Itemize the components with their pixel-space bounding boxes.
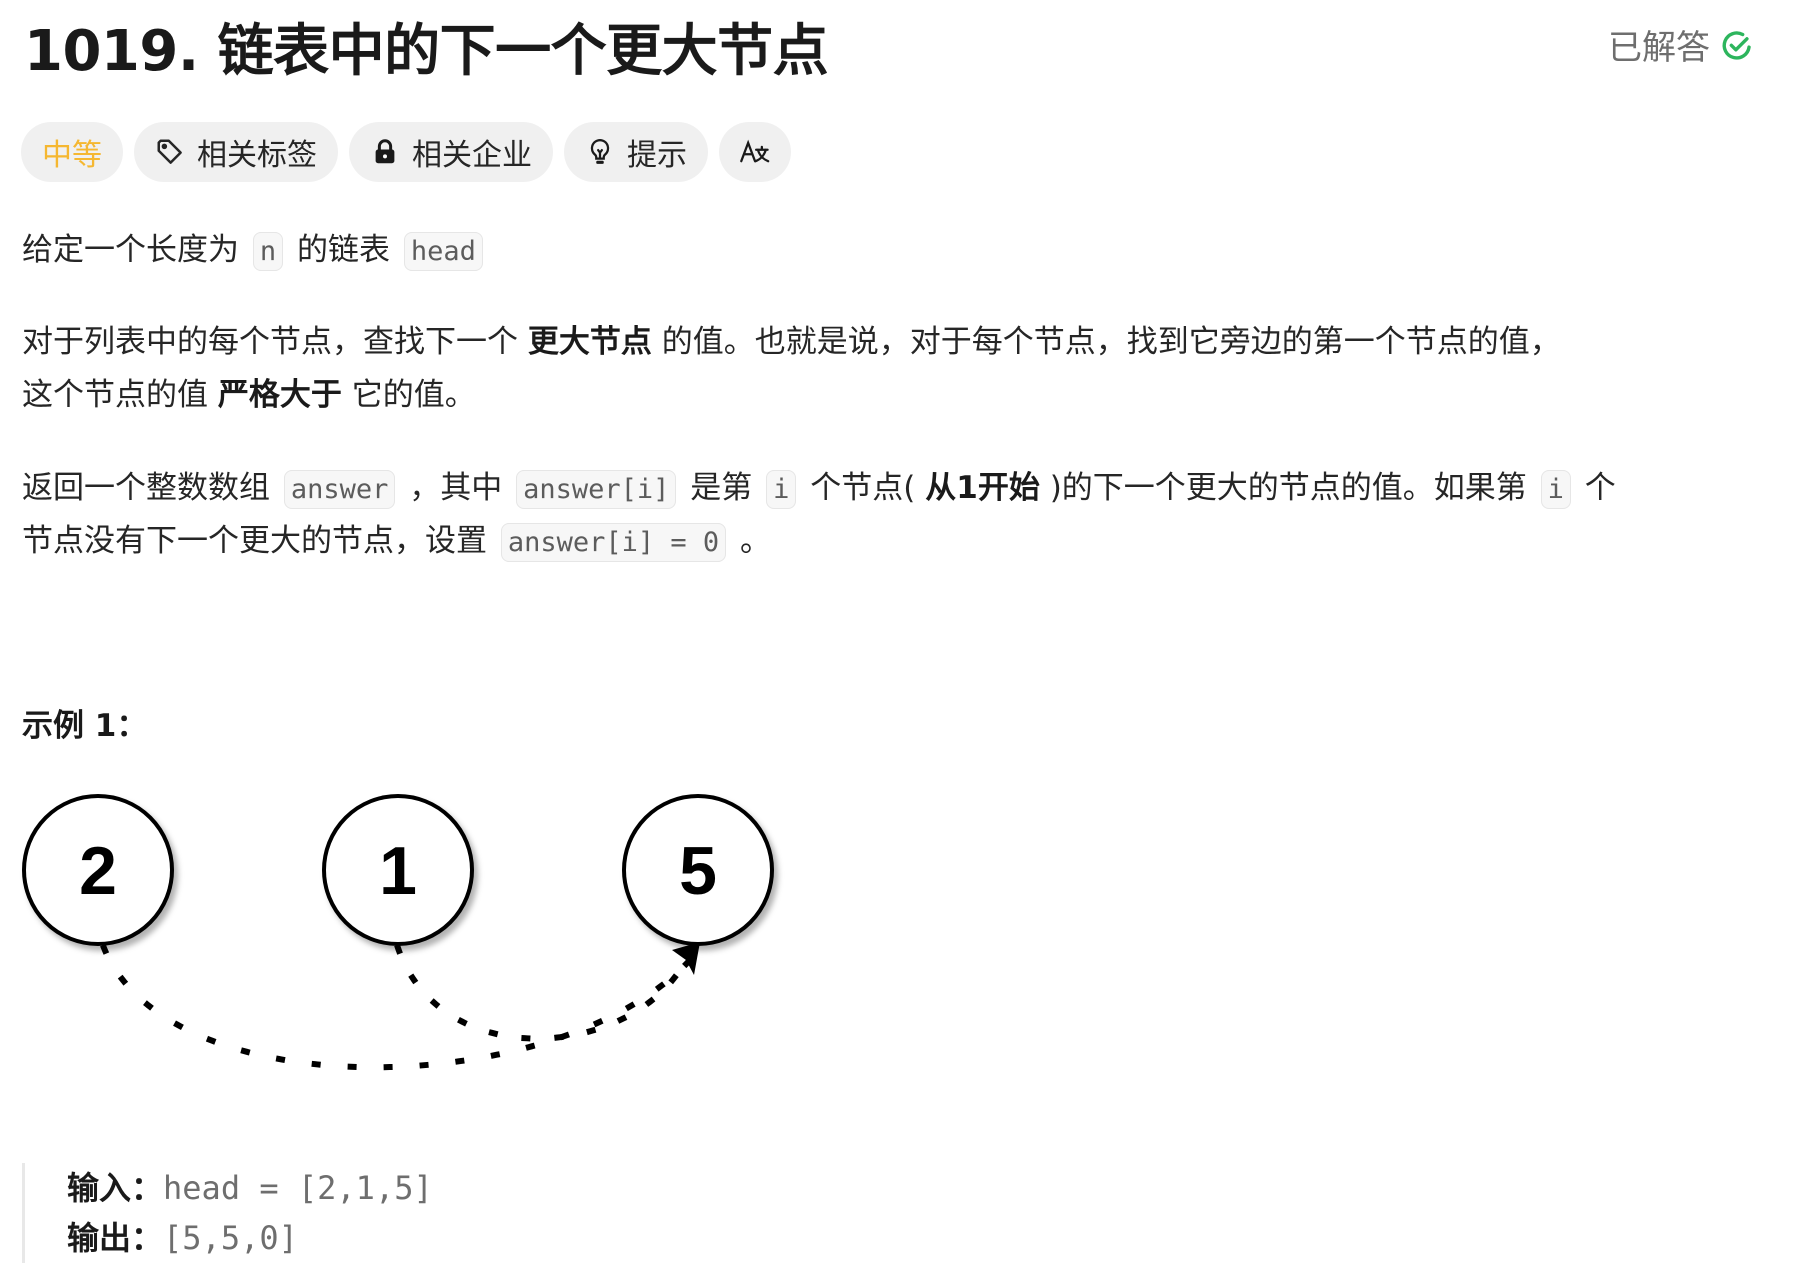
bold-text: 更大节点 xyxy=(527,324,652,360)
text: 个节点( xyxy=(810,470,916,506)
text: 个 xyxy=(1584,470,1616,506)
related-companies-button[interactable]: 相关企业 xyxy=(349,122,553,182)
dotted-curve-1-to-5 xyxy=(394,944,685,1042)
example-io-block: 输入：head = [2,1,5] 输出：[5,5,0] xyxy=(22,1163,433,1263)
dotted-curve-2-to-5 xyxy=(100,944,695,1071)
inline-code: answer[i] = 0 xyxy=(500,523,727,562)
tag-icon xyxy=(157,139,182,164)
text: ，其中 xyxy=(409,470,503,506)
solved-status: 已解答 xyxy=(1608,20,1754,69)
check-circle-icon xyxy=(1722,30,1751,60)
node-value: 5 xyxy=(679,833,717,909)
node-value: 1 xyxy=(379,833,417,909)
text: 返回一个整数数组 xyxy=(22,470,270,506)
text: 的值。也就是说，对于每个节点，找到它旁边的第一个节点的值， xyxy=(661,324,1561,360)
tag-bar: 中等 相关标签 相关企业 提示 xyxy=(21,122,791,182)
description-paragraph-3-line-2: 节点没有下一个更大的节点，设置 answer[i] = 0 。 xyxy=(22,515,771,569)
node-value: 2 xyxy=(79,833,117,909)
text: )的下一个更大的节点的值。如果第 xyxy=(1049,470,1527,506)
text: 节点没有下一个更大的节点，设置 xyxy=(22,523,487,559)
solved-label: 已解答 xyxy=(1608,28,1710,68)
lightbulb-icon xyxy=(590,138,610,164)
inline-code: i xyxy=(766,470,797,509)
text: 。 xyxy=(740,523,772,559)
page-title: 1019. 链表中的下一个更大节点 xyxy=(24,19,829,84)
inline-code: answer[i] xyxy=(516,470,677,509)
text: 给定一个长度为 xyxy=(22,232,239,268)
hint-button[interactable]: 提示 xyxy=(564,122,708,182)
description-paragraph-2-line-2: 这个节点的值 严格大于 它的值。 xyxy=(22,369,476,422)
text: 这个节点的值 xyxy=(22,377,208,413)
linked-list-diagram: 2 1 5 xyxy=(22,794,774,1071)
inline-code: n xyxy=(252,232,284,271)
text: 它的值。 xyxy=(351,377,476,413)
inline-code: i xyxy=(1540,470,1571,509)
input-label: 输入： xyxy=(67,1169,164,1207)
inline-code: head xyxy=(403,232,483,271)
output-label: 输出： xyxy=(67,1219,164,1257)
text: 是第 xyxy=(690,470,753,506)
example-input-line: 输入：head = [2,1,5] xyxy=(67,1163,433,1213)
lock-icon xyxy=(375,139,395,164)
hint-label: 提示 xyxy=(627,138,687,173)
description-paragraph-2-line-1: 对于列表中的每个节点，查找下一个 更大节点 的值。也就是说，对于每个节点，找到它… xyxy=(22,316,1561,369)
translate-icon xyxy=(740,139,770,163)
input-value: head = [2,1,5] xyxy=(163,1169,433,1207)
output-value: [5,5,0] xyxy=(163,1219,298,1257)
example-output-line: 输出：[5,5,0] xyxy=(67,1213,433,1263)
translate-button[interactable] xyxy=(719,122,791,182)
curve-arrowhead xyxy=(672,942,700,975)
bold-text: 严格大于 xyxy=(217,377,342,413)
bold-text: 从1开始 xyxy=(925,470,1040,506)
description-paragraph-1: 给定一个长度为 n 的链表 head xyxy=(22,224,487,278)
difficulty-label: 中等 xyxy=(42,138,102,173)
inline-code: answer xyxy=(283,470,396,509)
difficulty-badge[interactable]: 中等 xyxy=(21,122,123,182)
related-companies-label: 相关企业 xyxy=(412,138,532,173)
example-heading: 示例 1： xyxy=(22,708,148,744)
related-tags-button[interactable]: 相关标签 xyxy=(134,122,338,182)
text: 对于列表中的每个节点，查找下一个 xyxy=(22,324,518,360)
related-tags-label: 相关标签 xyxy=(197,138,317,173)
node-circle xyxy=(22,794,774,946)
text: 的链表 xyxy=(296,232,390,268)
description-paragraph-3-line-1: 返回一个整数数组 answer ，其中 answer[i] 是第 i 个节点( … xyxy=(22,462,1616,516)
